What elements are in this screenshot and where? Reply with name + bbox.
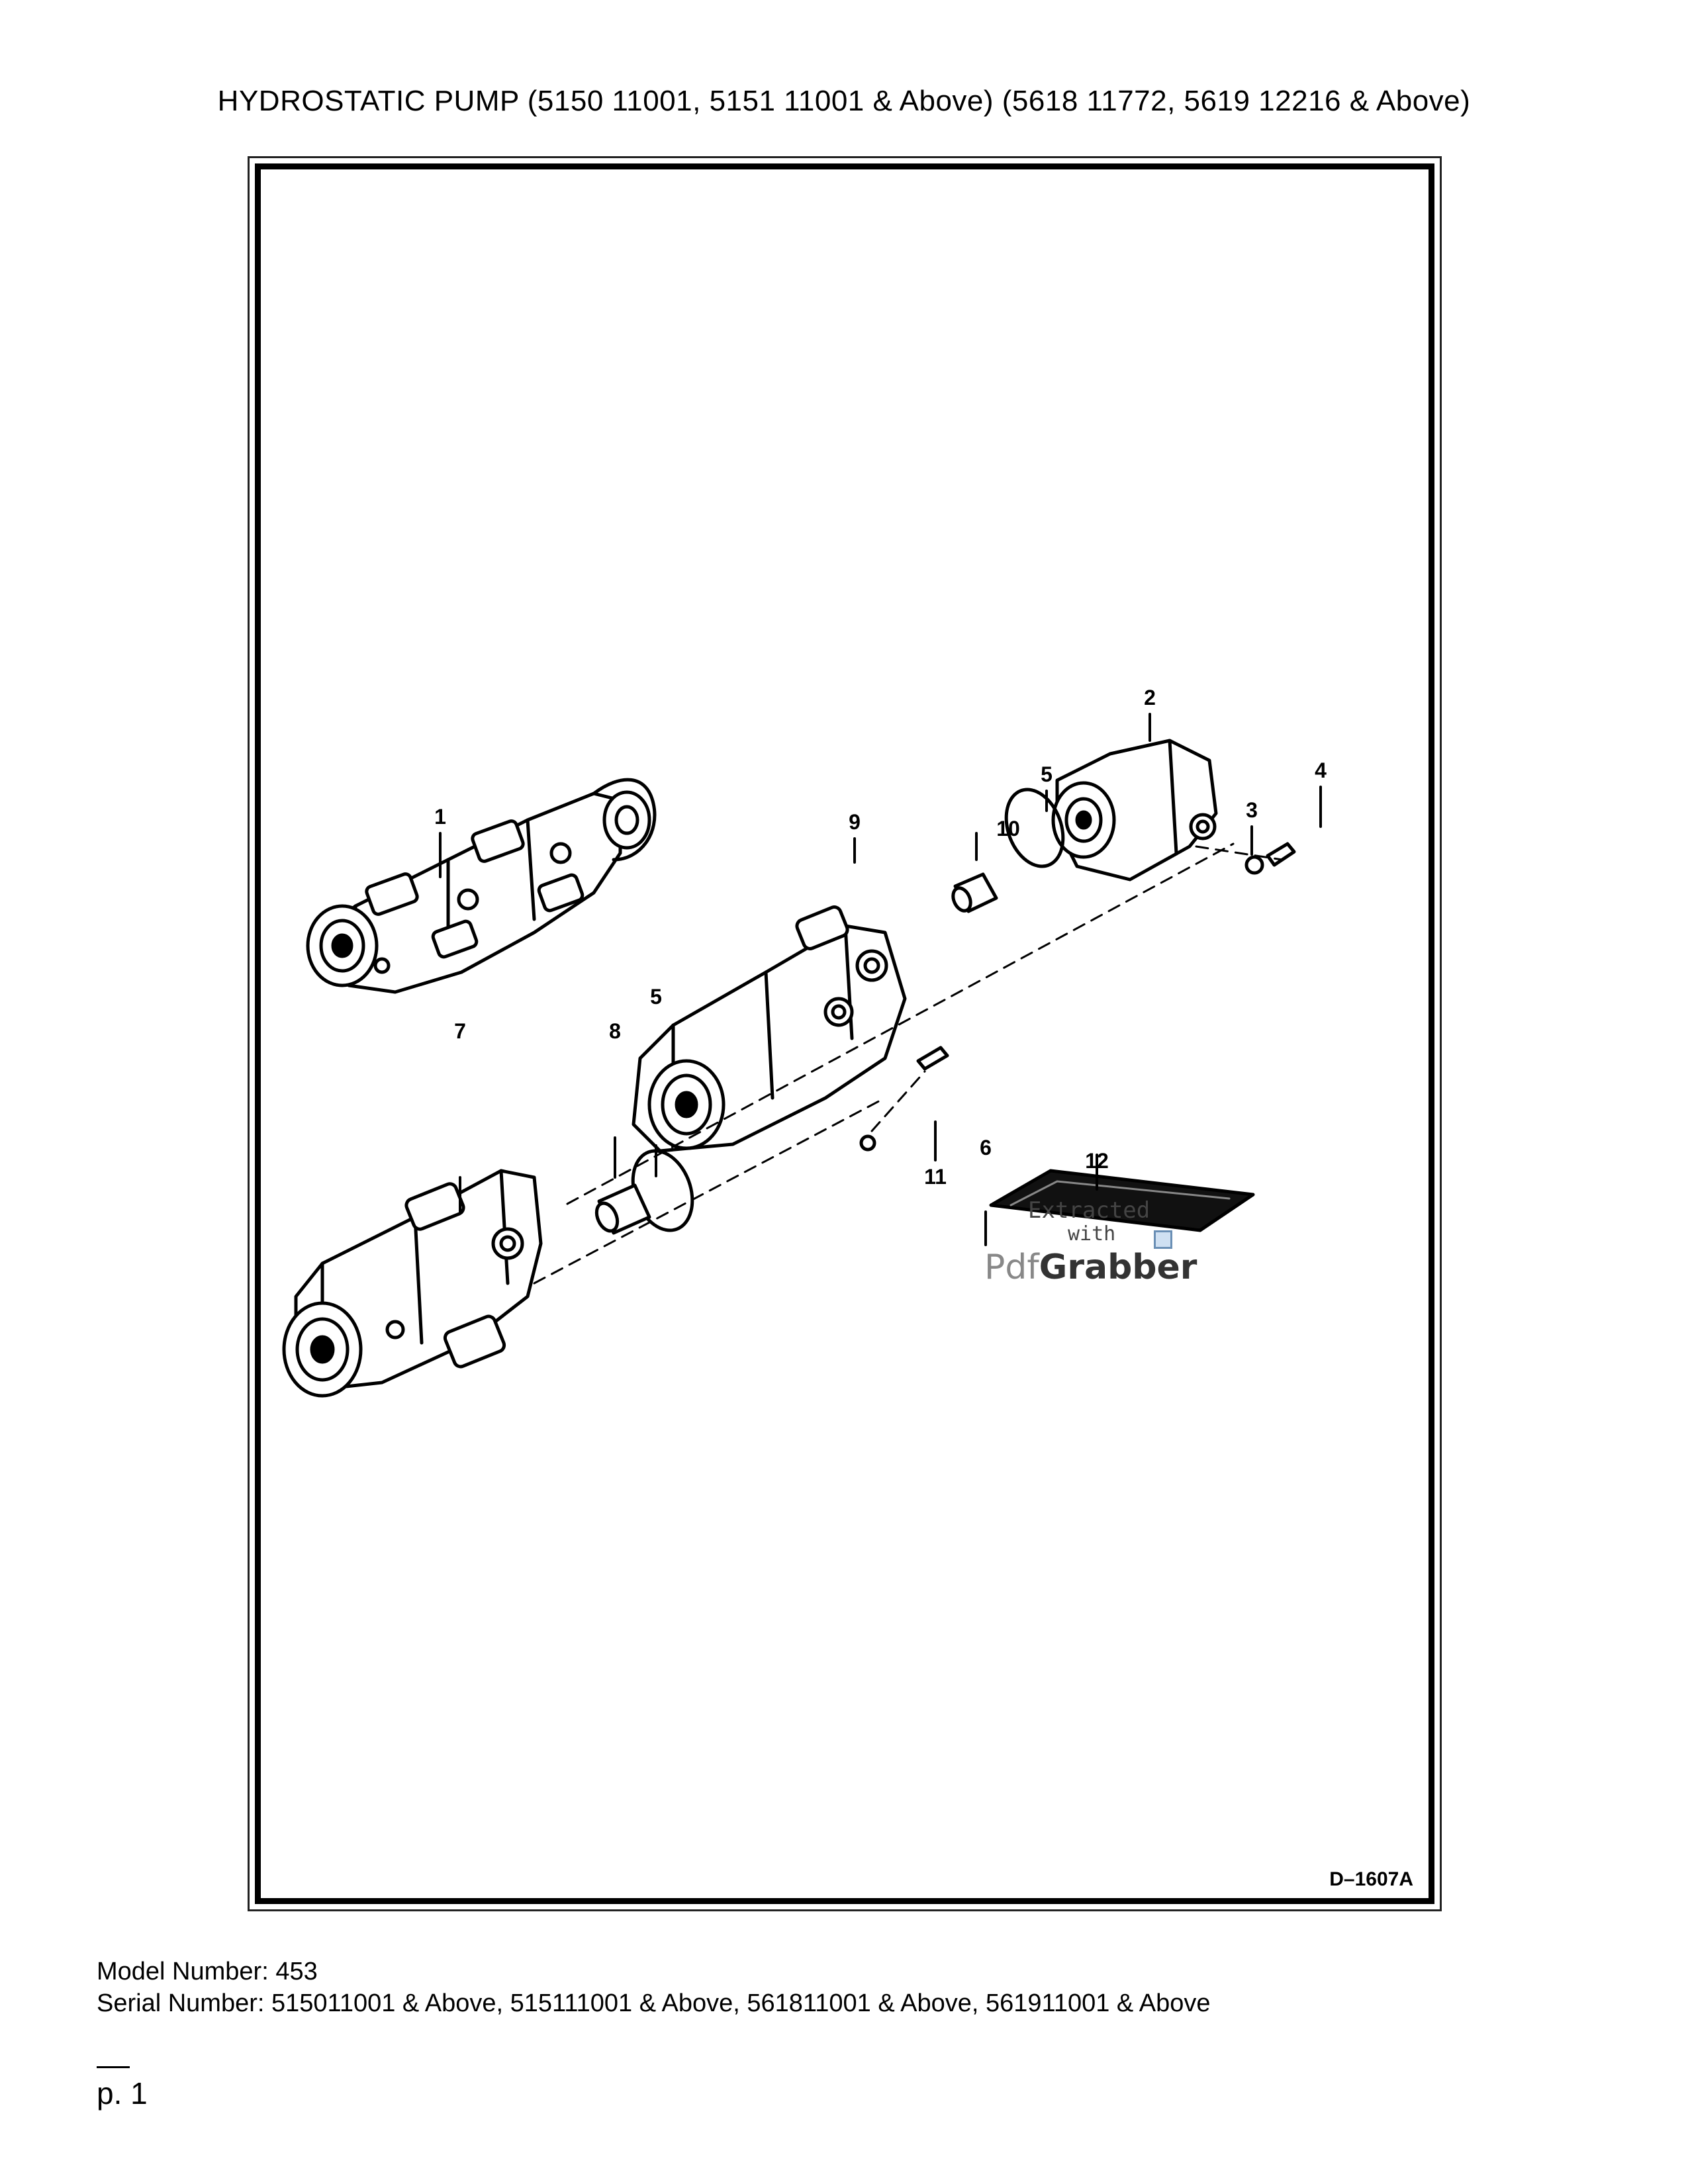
- diagram-frame: 1 2 3 4 5 5 6 7 8 9 10 11 12 D–1607A Ext…: [248, 156, 1442, 1911]
- callout-3: 3: [1246, 798, 1258, 822]
- pump-section-part-9: [632, 905, 907, 1153]
- washer-part-3: [1244, 855, 1264, 875]
- coupler-part-10: [951, 872, 998, 913]
- shim-part-12: [989, 1169, 1255, 1232]
- callout-11: 11: [924, 1165, 947, 1189]
- watermark-logo-icon: [1154, 1230, 1172, 1249]
- page-title: HYDROSTATIC PUMP (5150 11001, 5151 11001…: [217, 85, 1471, 117]
- charge-pump-part-2: [1051, 739, 1218, 882]
- pump-assembly-part-1: [306, 778, 657, 994]
- pump-section-part-7: [282, 1169, 543, 1398]
- page-rule: [97, 2066, 130, 2068]
- callout-6: 6: [980, 1136, 992, 1160]
- model-number: Model Number: 453: [97, 1958, 318, 1985]
- callout-2: 2: [1144, 686, 1156, 709]
- o-ring-part-5-upper: [1004, 788, 1065, 868]
- pdfgrabber-watermark: Extracted with PdfGrabber: [984, 1197, 1209, 1303]
- washer-part-11: [859, 1134, 876, 1152]
- watermark-line-2: with: [1068, 1222, 1116, 1246]
- watermark-line-1: Extracted: [1028, 1197, 1150, 1224]
- callout-5-lower: 5: [650, 985, 662, 1009]
- diagram-inner-border: [255, 163, 1434, 1904]
- callout-9: 9: [849, 810, 861, 834]
- callout-8: 8: [609, 1019, 621, 1043]
- bolt-part-4: [1266, 842, 1296, 867]
- callout-12: 12: [1085, 1149, 1109, 1173]
- bolt-part-6: [916, 1046, 949, 1071]
- coupler-part-8: [594, 1183, 651, 1235]
- callout-4: 4: [1315, 758, 1327, 782]
- drawing-code: D–1607A: [1329, 1868, 1413, 1890]
- callout-7: 7: [454, 1019, 466, 1043]
- callout-5-upper: 5: [1041, 762, 1053, 786]
- callout-10: 10: [996, 817, 1020, 841]
- exploded-pump-diagram: 1 2 3 4 5 5 6 7 8 9 10 11 12: [282, 686, 1327, 1398]
- page-number: p. 1: [97, 2076, 148, 2111]
- watermark-logo: PdfGrabber: [984, 1248, 1197, 1287]
- serial-number: Serial Number: 515011001 & Above, 515111…: [97, 1989, 1211, 2017]
- callout-1: 1: [434, 805, 446, 829]
